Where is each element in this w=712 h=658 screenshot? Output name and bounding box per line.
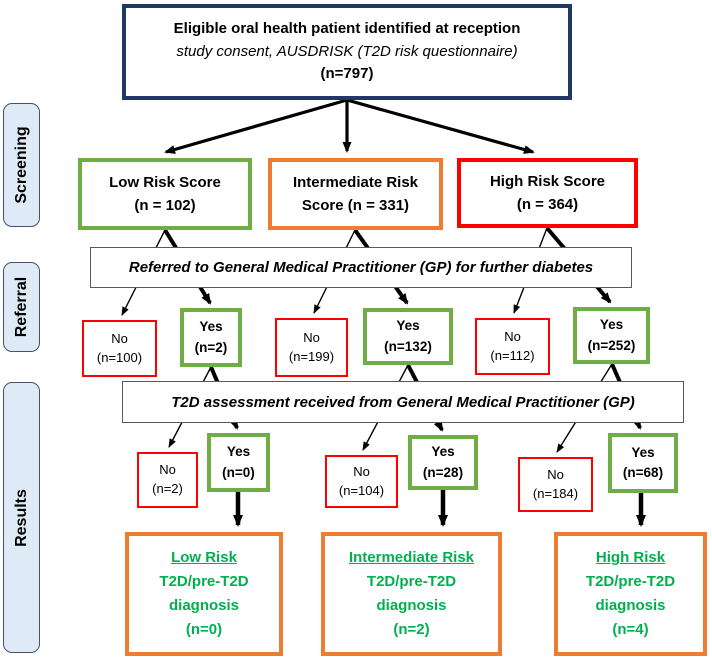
label: Yes [226, 444, 251, 460]
stage-tab-results-label: Results [12, 488, 30, 547]
results-intermediate-yes-box: Yes (n=28) [408, 435, 478, 490]
results-low-yes-box: Yes (n=0) [207, 433, 270, 492]
label: No [303, 329, 320, 345]
label: Yes [199, 319, 223, 335]
stage-tab-referral: Referral [3, 262, 40, 352]
intermediate-risk-label: Intermediate Risk [292, 173, 419, 191]
count: (n=252) [587, 337, 636, 353]
count: (n=28) [422, 464, 464, 480]
count: (n=4) [612, 621, 649, 638]
line2: T2D/pre-T2D [585, 573, 676, 590]
label: No [504, 328, 521, 344]
stage-tab-screening: Screening [3, 103, 40, 227]
count: (n=132) [384, 338, 432, 354]
label: No [111, 330, 128, 346]
eligibility-title: Eligible oral health patient identified … [173, 20, 521, 38]
count: (n=2) [194, 339, 228, 355]
referral-band-text: Referred to General Medical Practitioner… [128, 259, 594, 276]
count: (n=199) [288, 348, 335, 364]
high-risk-count: (n = 364) [516, 196, 579, 213]
results-high-yes-box: Yes (n=68) [608, 433, 678, 493]
label: Yes [631, 444, 655, 460]
line3: diagnosis [595, 597, 666, 614]
title: Low Risk [171, 549, 237, 566]
label: No [159, 462, 176, 478]
results-intermediate-no-box: No (n=104) [325, 455, 398, 508]
referral-intermediate-no-box: No (n=199) [275, 318, 348, 377]
label: No [547, 466, 564, 482]
count: (n=2) [152, 481, 183, 496]
eligibility-subtitle: study consent, AUSDRISK (T2D risk questi… [176, 42, 518, 60]
referral-intermediate-yes-box: Yes (n=132) [363, 308, 453, 365]
intermediate-risk-box: Intermediate Risk Score (n = 331) [268, 158, 443, 230]
referral-low-no-box: No (n=100) [82, 320, 157, 377]
line2: T2D/pre-T2D [366, 573, 457, 590]
eligibility-count: (n=797) [320, 65, 374, 83]
low-risk-box: Low Risk Score (n = 102) [78, 158, 252, 230]
eligibility-box: Eligible oral health patient identified … [122, 4, 572, 100]
line3: diagnosis [168, 597, 239, 614]
count: (n=0) [185, 621, 223, 638]
low-risk-count: (n = 102) [134, 197, 196, 214]
high-risk-outcome-box: High Risk T2D/pre-T2D diagnosis (n=4) [554, 532, 707, 656]
line2: T2D/pre-T2D [159, 573, 249, 590]
stage-tab-referral-label: Referral [12, 276, 30, 338]
count: (n=100) [96, 349, 143, 365]
results-high-no-box: No (n=184) [518, 457, 593, 512]
referral-low-yes-box: Yes (n=2) [180, 308, 242, 367]
line3: diagnosis [376, 597, 447, 614]
high-risk-box: High Risk Score (n = 364) [457, 158, 638, 228]
referral-high-yes-box: Yes (n=252) [573, 307, 650, 364]
low-risk-outcome-box: Low Risk T2D/pre-T2D diagnosis (n=0) [125, 532, 283, 656]
intermediate-risk-count: Score (n = 331) [301, 197, 410, 214]
count: (n=68) [622, 465, 664, 480]
label: No [353, 463, 370, 479]
high-risk-label: High Risk Score [489, 172, 606, 190]
intermediate-risk-outcome-box: Intermediate Risk T2D/pre-T2D diagnosis … [321, 532, 502, 656]
stage-tab-screening-label: Screening [12, 126, 30, 204]
assessment-band-text: T2D assessment received from General Med… [171, 393, 635, 411]
stage-tab-results: Results [3, 382, 40, 653]
count: (n=104) [338, 482, 385, 498]
title: High Risk [595, 549, 666, 566]
label: Yes [431, 444, 455, 460]
count: (n=2) [393, 621, 430, 638]
count: (n=0) [222, 464, 255, 480]
assessment-band: T2D assessment received from General Med… [122, 381, 684, 423]
low-risk-label: Low Risk Score [109, 173, 221, 191]
count: (n=112) [490, 347, 535, 363]
count: (n=184) [532, 485, 579, 501]
results-low-no-box: No (n=2) [137, 452, 198, 508]
referral-band: Referred to General Medical Practitioner… [90, 247, 632, 288]
label: Yes [396, 318, 420, 334]
referral-high-no-box: No (n=112) [475, 318, 550, 375]
title: Intermediate Risk [348, 549, 475, 566]
label: Yes [599, 317, 624, 333]
